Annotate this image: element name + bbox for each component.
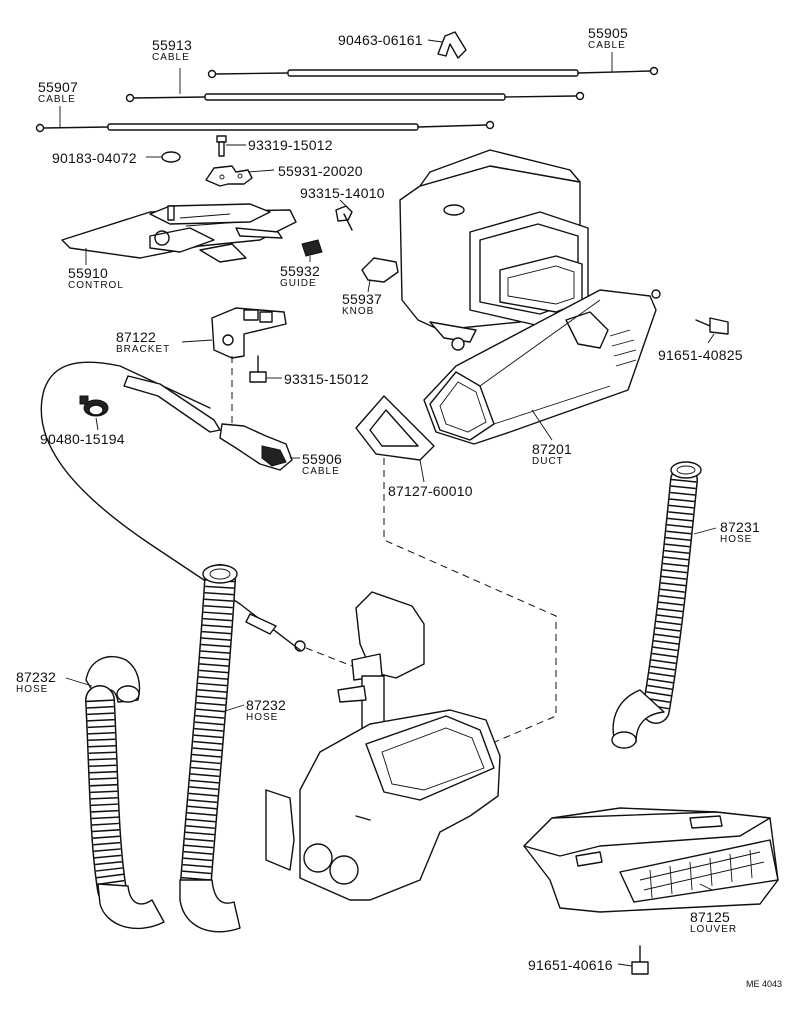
part-number-87125: 87125	[690, 909, 730, 925]
label-55913: 55913 CABLE	[152, 38, 192, 63]
duct-87201-drawing	[423, 289, 661, 445]
grommet-90480-drawing	[79, 395, 109, 417]
part-number-90463: 90463-06161	[338, 32, 423, 48]
seal-87127-drawing	[355, 395, 435, 461]
washer-90183-drawing	[161, 151, 181, 163]
part-number-55913: 55913	[152, 37, 192, 53]
part-name-87232-middle: HOSE	[246, 712, 279, 723]
blower-unit-drawing	[399, 149, 589, 351]
plate-55931-drawing	[205, 165, 253, 187]
part-number-91651-40825: 91651-40825	[658, 347, 743, 363]
part-name-55913: CABLE	[152, 52, 190, 63]
part-name-55932: GUIDE	[280, 278, 317, 289]
label-87125: 87125 LOUVER	[690, 910, 737, 935]
part-name-55905: CABLE	[588, 40, 626, 51]
hose-87231-drawing	[611, 461, 702, 749]
label-55907: 55907 CABLE	[38, 80, 78, 105]
part-number-91651-40616: 91651-40616	[528, 957, 613, 973]
label-55910: 55910 CONTROL	[68, 266, 124, 291]
part-name-55907: CABLE	[38, 94, 76, 105]
label-55905: 55905 CABLE	[588, 26, 628, 51]
part-number-87127: 87127-60010	[388, 483, 473, 499]
control-55910-drawing	[61, 203, 297, 263]
part-number-87231: 87231	[720, 519, 760, 535]
part-name-87122: BRACKET	[116, 344, 171, 355]
bolt-91651-40825-drawing	[695, 317, 729, 335]
screw-93319-drawing	[216, 135, 227, 157]
part-name-87201: DUCT	[532, 456, 564, 467]
part-number-55931: 55931-20020	[278, 163, 363, 179]
label-55937: 55937 KNOB	[342, 292, 382, 317]
part-name-87125: LOUVER	[690, 924, 738, 935]
cable-55906-drawing	[40, 361, 306, 652]
screw-91651-40616-drawing	[631, 945, 649, 975]
part-name-87231: HOSE	[720, 534, 753, 545]
part-number-55905: 55905	[588, 25, 628, 41]
label-87122: 87122 BRACKET	[116, 330, 170, 355]
part-name-55910: CONTROL	[68, 280, 124, 291]
part-number-90183: 90183-04072	[52, 150, 137, 166]
part-number-55906: 55906	[302, 451, 342, 467]
part-name-87232-left: HOSE	[16, 684, 49, 695]
clip-90463-drawing	[437, 31, 467, 59]
dashed-guide-line-cable	[305, 647, 353, 667]
cable-55907-drawing	[35, 120, 495, 133]
label-55906: 55906 CABLE	[302, 452, 342, 477]
part-number-87122: 87122	[116, 329, 156, 345]
part-number-55937: 55937	[342, 291, 382, 307]
guide-55932-drawing	[301, 239, 323, 257]
louver-87125-drawing	[523, 807, 779, 913]
label-87232-left: 87232 HOSE	[16, 670, 56, 695]
part-number-55907: 55907	[38, 79, 78, 95]
label-87231: 87231 HOSE	[720, 520, 760, 545]
cable-55913-drawing	[125, 91, 585, 103]
hose-87232-middle-drawing	[179, 564, 241, 933]
part-number-93315-14010: 93315-14010	[300, 185, 385, 201]
label-87232-middle: 87232 HOSE	[246, 698, 286, 723]
drawing-reference: ME 4043	[746, 979, 783, 989]
bolt-93315-14010-drawing	[335, 205, 353, 231]
heater-unit-drawing	[265, 591, 501, 901]
part-number-87201: 87201	[532, 441, 572, 457]
part-number-93315-15012: 93315-15012	[284, 371, 369, 387]
part-number-87232-middle: 87232	[246, 697, 286, 713]
bracket-87122-drawing	[211, 307, 287, 359]
knob-55937-drawing	[361, 257, 399, 283]
part-number-93319: 93319-15012	[248, 137, 333, 153]
part-number-90480: 90480-15194	[40, 431, 125, 447]
label-55932: 55932 GUIDE	[280, 264, 320, 289]
part-number-55910: 55910	[68, 265, 108, 281]
part-name-55906: CABLE	[302, 466, 340, 477]
part-number-55932: 55932	[280, 263, 320, 279]
hose-87232-left-drawing	[85, 655, 165, 930]
bolt-93315-15012-drawing	[249, 355, 267, 383]
part-name-55937: KNOB	[342, 306, 375, 317]
leader-lines	[59, 39, 717, 967]
dashed-guide-line-duct	[383, 458, 557, 745]
label-87201: 87201 DUCT	[532, 442, 572, 467]
part-number-87232-left: 87232	[16, 669, 56, 685]
cable-55905-drawing	[207, 66, 659, 79]
